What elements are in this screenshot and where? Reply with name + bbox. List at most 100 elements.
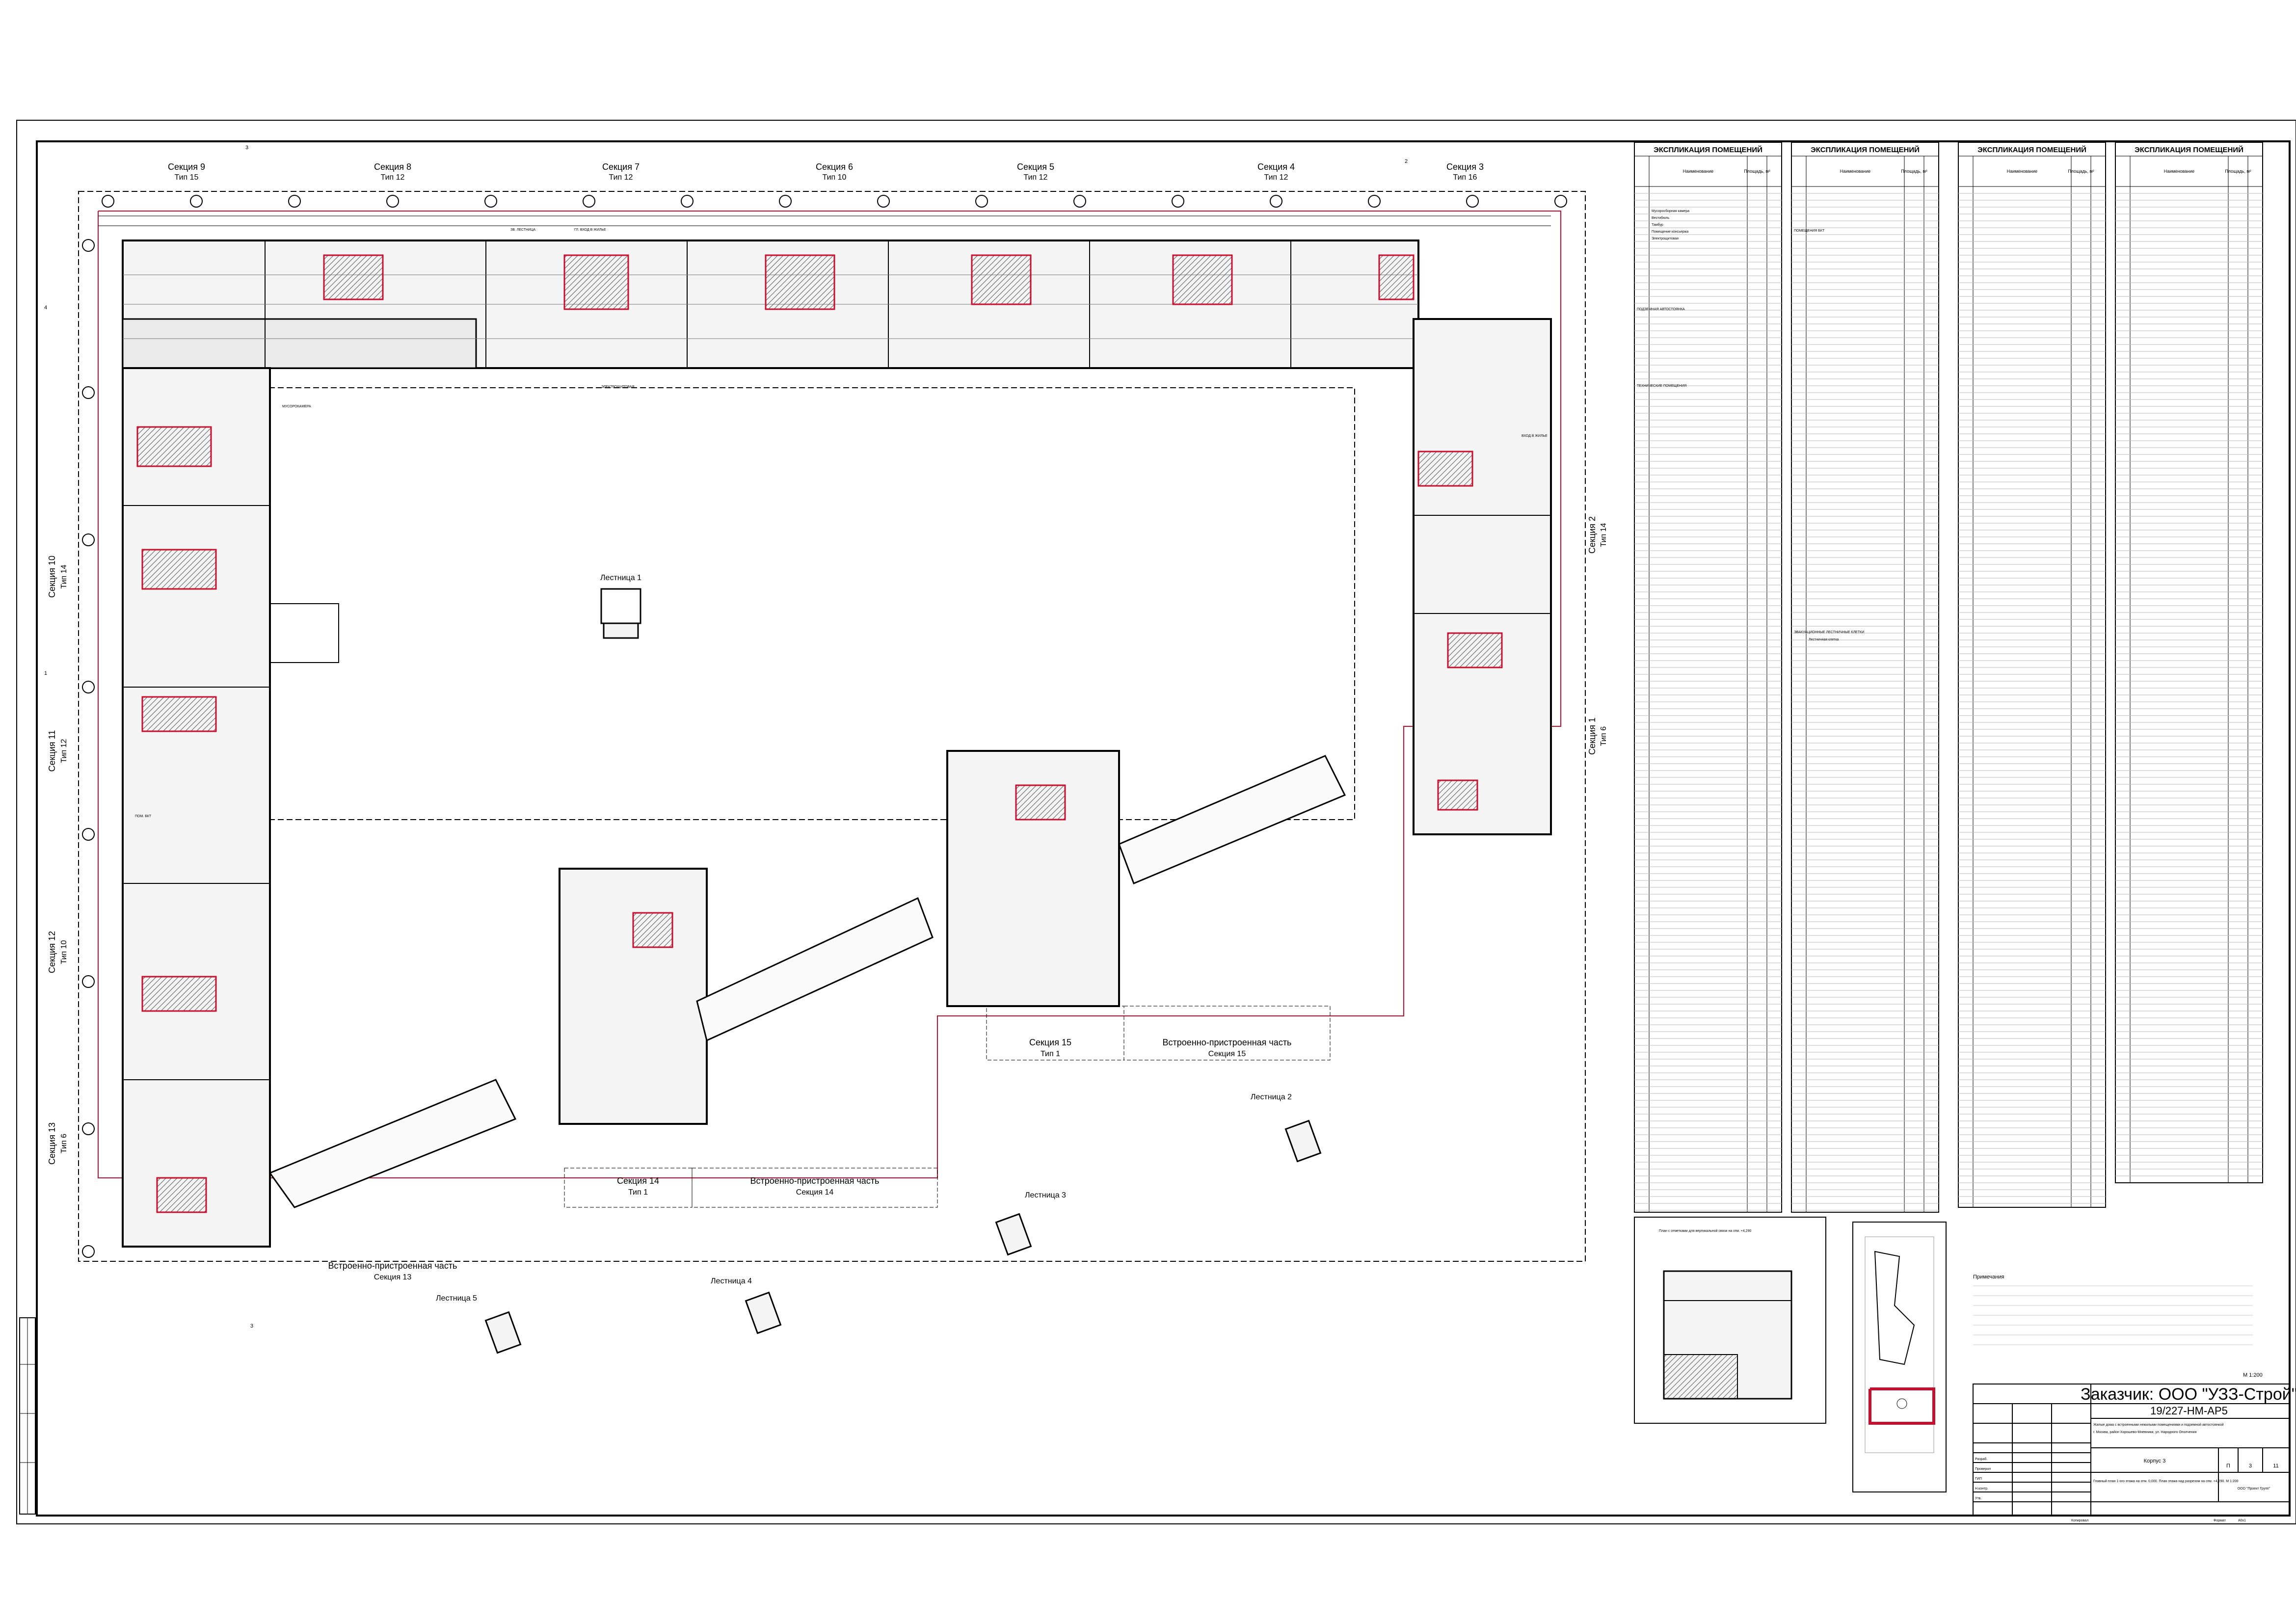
- table-1-col-name: Наименование: [1683, 169, 1713, 174]
- section-12-name: Секция 12: [47, 931, 57, 973]
- section-14-attached-name: Встроенно-пристроенная часть: [750, 1176, 880, 1186]
- section-4-name: Секция 4: [1257, 162, 1295, 172]
- section-15-attached-sub: Секция 15: [1208, 1050, 1246, 1058]
- title-block-frame: [1973, 1384, 2290, 1516]
- section-14-attached-sub: Секция 14: [796, 1188, 834, 1197]
- section-10-name: Секция 10: [47, 556, 57, 598]
- role-gip: ГИП: [1975, 1477, 1982, 1481]
- table-row-sample-6: ПОДЗЕМНАЯ АВТОСТОЯНКА: [1637, 308, 1685, 311]
- table-row-sample-10: Лестничная клетка: [1809, 638, 1839, 641]
- section-7-name: Секция 7: [602, 162, 640, 172]
- stair-2-label: Лестница 2: [1251, 1093, 1292, 1101]
- right-wing: [1413, 318, 1552, 835]
- section-2-type: Тип 14: [1600, 523, 1608, 547]
- title-code: 19/227-НМ-АР5: [2150, 1405, 2228, 1417]
- table-1-title: ЭКСПЛИКАЦИЯ ПОМЕЩЕНИЙ: [1654, 145, 1762, 154]
- notes-block: [1973, 1285, 2253, 1345]
- axis-mark-4-top: 4: [44, 305, 47, 311]
- inset-plan: [1634, 1217, 1826, 1424]
- explication-table-2: [1791, 142, 1939, 1213]
- section-6-type: Тип 10: [823, 173, 847, 182]
- section-3-name: Секция 3: [1446, 162, 1484, 172]
- table-2-title: ЭКСПЛИКАЦИЯ ПОМЕЩЕНИЙ: [1811, 145, 1920, 154]
- section-12-type: Тип 10: [60, 940, 68, 964]
- room-label-stair: ЗВ. ЛЕСТНИЦА: [510, 228, 535, 232]
- table-2-col-area: Площадь, м²: [1901, 169, 1927, 174]
- axis-mark-3-bottom: 3: [250, 1323, 253, 1329]
- left-wing: [122, 367, 339, 1248]
- section-2-name: Секция 2: [1587, 516, 1597, 554]
- table-3-title: ЭКСПЛИКАЦИЯ ПОМЕЩЕНИЙ: [1977, 145, 2086, 154]
- table-row-sample-7: ТЕХНИЧЕСКИЕ ПОМЕЩЕНИЯ: [1637, 384, 1686, 388]
- room-label-garbage: МУСОРОКАМЕРА: [282, 405, 311, 408]
- section-3-type: Тип 16: [1453, 173, 1477, 182]
- section-1-type: Тип 6: [1600, 726, 1608, 746]
- room-label-unit: ПОМ. БКТ: [135, 815, 152, 818]
- inset-caption: План с отметками для вертикальной связи …: [1659, 1229, 1751, 1233]
- room-label-electro: ЭЛЕКТРОЩИТОВАЯ: [601, 385, 635, 389]
- stair-1-plan: [600, 588, 641, 624]
- section-13-attached-name: Встроенно-пристроенная часть: [328, 1261, 457, 1271]
- section-14-plan: [559, 868, 938, 1208]
- underground-parking-outline: [98, 211, 1561, 1178]
- section-8-type: Тип 12: [381, 173, 405, 182]
- section-4-type: Тип 12: [1264, 173, 1288, 182]
- title-stage: П: [2226, 1463, 2230, 1469]
- title-sheet: 3: [2249, 1463, 2252, 1469]
- room-label-entrance: ВХОД В ЖИЛЬЕ: [1522, 434, 1548, 438]
- title-project: Жилые дома с встроенными нежилыми помеще…: [2093, 1423, 2224, 1427]
- table-4-col-area: Площадь, м²: [2225, 169, 2251, 174]
- axis-mark-2-top: 2: [1405, 159, 1408, 164]
- notes-heading: Примечания: [1973, 1274, 2004, 1280]
- site-plan: [1852, 1222, 1947, 1492]
- section-7-type: Тип 12: [609, 173, 633, 182]
- title-org: ООО "Проект Групп": [2238, 1487, 2270, 1491]
- role-developer: Разраб.: [1975, 1457, 1987, 1461]
- explication-table-1: [1634, 142, 1782, 1213]
- section-13-name: Секция 13: [47, 1122, 57, 1165]
- section-9-name: Секция 9: [168, 162, 205, 172]
- section-10-type: Тип 14: [60, 564, 68, 588]
- table-row-sample-9: ПОМЕЩЕНИЯ БКТ: [1794, 229, 1825, 233]
- sheet-inner-frame: [36, 140, 2291, 1517]
- section-11-name: Секция 11: [47, 730, 57, 772]
- section-5-type: Тип 12: [1024, 173, 1048, 182]
- room-label-main-entrance: ГЛ. ВХОД В ЖИЛЬЕ: [574, 228, 606, 232]
- section-15-type: Тип 1: [1041, 1050, 1060, 1058]
- title-korpus: Корпус 3: [2144, 1458, 2166, 1464]
- section-6-name: Секция 6: [816, 162, 853, 172]
- table-row-lines: [1634, 193, 2263, 1211]
- table-4-col-name: Наименование: [2164, 169, 2194, 174]
- section-8-name: Секция 8: [374, 162, 411, 172]
- table-row-sample-8: ЭВАКУАЦИОННЫЕ ЛЕСТНИЧНЫЕ КЛЕТКИ: [1794, 631, 1864, 634]
- table-2-col-name: Наименование: [1840, 169, 1870, 174]
- section-13-connector: [268, 1079, 517, 1208]
- top-dimension-line: [98, 215, 1551, 226]
- title-sheets: 11: [2273, 1463, 2278, 1469]
- section-15-name: Секция 15: [1029, 1038, 1071, 1047]
- table-3-col-name: Наименование: [2007, 169, 2037, 174]
- table-3-col-area: Площадь, м²: [2068, 169, 2094, 174]
- table-row-sample-1: Мусоросборная камера: [1652, 209, 1689, 213]
- table-row-sample-2: Вестибюль: [1652, 216, 1669, 220]
- sheet-outer-frame: [16, 120, 2296, 1524]
- explication-table-4: [2115, 142, 2263, 1183]
- stair-4-label: Лестница 4: [711, 1277, 752, 1285]
- section-15-plan: [946, 750, 1346, 1061]
- role-approve: Утв.: [1975, 1497, 1981, 1500]
- axis-mark-3-top: 3: [245, 145, 248, 151]
- axis-mark-1-left: 1: [44, 670, 47, 676]
- left-stamp-strip: [19, 1317, 36, 1515]
- role-checker: Проверил: [1975, 1467, 1991, 1471]
- section-1-name: Секция 1: [1587, 718, 1597, 755]
- top-wing: [122, 240, 1419, 369]
- table-row-sample-3: Тамбур: [1652, 223, 1663, 227]
- title-drawing: Главный план 1-ого этажа на отм. 0,000. …: [2093, 1479, 2239, 1483]
- title-customer: Заказчик: ООО "УЗЗ-Строй": [2081, 1385, 2296, 1404]
- right-section-labels: Секция 2 Тип 14 Секция 1 Тип 6: [1587, 516, 1608, 755]
- section-11-type: Тип 12: [60, 739, 68, 763]
- title-address: г. Москва, район Хорошево-Мневники, ул. …: [2093, 1430, 2197, 1434]
- section-14-type: Тип 1: [628, 1188, 648, 1197]
- section-5-name: Секция 5: [1017, 162, 1054, 172]
